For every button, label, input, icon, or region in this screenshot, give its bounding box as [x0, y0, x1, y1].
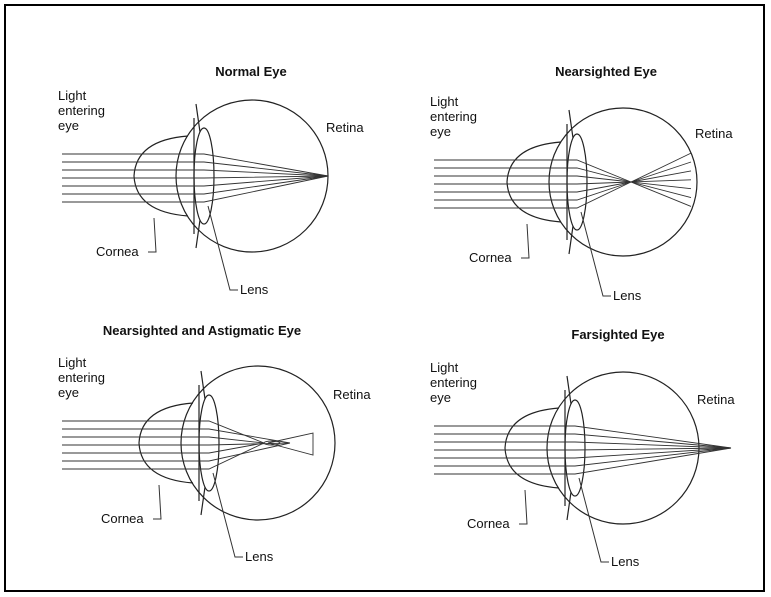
retina-label: Retina: [697, 392, 735, 407]
lens-label: Lens: [240, 282, 269, 297]
cornea: [139, 403, 193, 483]
panel-title: Normal Eye: [215, 64, 287, 79]
panel-title: Nearsighted Eye: [555, 64, 657, 79]
light-ray: [434, 180, 691, 184]
cornea-label: Cornea: [469, 250, 512, 265]
lens-leader: [579, 478, 609, 562]
light-ray: [62, 443, 264, 469]
cornea-leader: [521, 224, 529, 258]
light-ray: [62, 176, 328, 178]
iris-upper: [201, 371, 205, 399]
cornea-leader: [153, 485, 161, 519]
light-label-line: entering: [430, 109, 477, 124]
iris-lower: [569, 226, 573, 254]
lens-label: Lens: [611, 554, 640, 569]
retina-label: Retina: [333, 387, 371, 402]
lens-leader: [213, 473, 243, 557]
lens: [565, 400, 585, 496]
cornea-label: Cornea: [467, 516, 510, 531]
panel-title: Farsighted Eye: [571, 327, 664, 342]
eye-panel-3: Nearsighted and Astigmatic EyeLightenter…: [58, 323, 371, 564]
iris-lower: [196, 220, 200, 248]
light-ray: [434, 442, 731, 448]
light-label-line: Light: [58, 88, 87, 103]
retina-label: Retina: [326, 120, 364, 135]
light-ray: [434, 426, 731, 448]
iris-upper: [569, 110, 573, 138]
iris-upper: [196, 104, 200, 132]
cornea-label: Cornea: [101, 511, 144, 526]
light-label-line: eye: [430, 124, 451, 139]
cornea-leader: [148, 218, 156, 252]
cornea: [505, 408, 559, 488]
light-ray: [62, 429, 290, 443]
light-ray: [62, 443, 290, 461]
light-label-line: eye: [58, 118, 79, 133]
panel-title: Nearsighted and Astigmatic Eye: [103, 323, 301, 338]
light-ray: [434, 160, 691, 206]
cornea-leader: [519, 490, 527, 524]
light-ray: [434, 168, 691, 198]
light-label-line: Light: [430, 94, 459, 109]
lens: [194, 128, 214, 224]
retina-label: Retina: [695, 126, 733, 141]
lens: [567, 134, 587, 230]
light-ray: [62, 170, 328, 176]
light-ray: [62, 437, 264, 443]
cornea: [134, 136, 188, 216]
cornea-label: Cornea: [96, 244, 139, 259]
lens-label: Lens: [245, 549, 274, 564]
iris-upper: [567, 376, 571, 404]
iris-lower: [567, 492, 571, 520]
light-label-line: entering: [58, 103, 105, 118]
light-ray: [434, 448, 731, 474]
lens-leader: [208, 206, 238, 290]
light-label-line: Light: [430, 360, 459, 375]
light-label-line: Light: [58, 355, 87, 370]
light-label-line: eye: [58, 385, 79, 400]
light-label-line: eye: [430, 390, 451, 405]
cornea: [507, 142, 561, 222]
light-ray: [434, 448, 731, 450]
iris-lower: [201, 487, 205, 515]
lens: [199, 395, 219, 491]
light-label-line: entering: [430, 375, 477, 390]
astigmatic-spread: [268, 433, 313, 455]
light-label-line: entering: [58, 370, 105, 385]
lens-label: Lens: [613, 288, 642, 303]
